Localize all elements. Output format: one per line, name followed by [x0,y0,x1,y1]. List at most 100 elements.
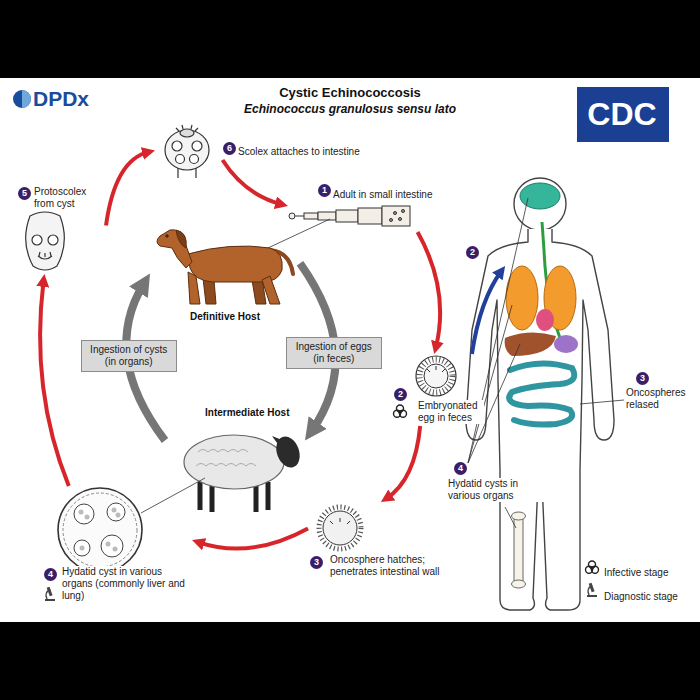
egg-illustration [427,366,445,372]
dog-illustration [157,230,293,304]
stage-caption: Hydatid cyst in various organs (commonly… [62,566,190,602]
text-slot: 1 [318,184,331,197]
edge-label-slot: Ingestion of eggs (in feces) [286,337,382,369]
life-cycle-arrow [418,232,441,348]
stage-node: 6Scolex attaches to intestine [155,128,380,160]
leader-line [141,478,205,513]
text-slot: 4 [44,568,57,581]
human-figure [514,515,523,585]
text-slot: Definitive Host [190,306,260,324]
text-slot: Hydatid cyst in various organs (commonly… [62,566,190,603]
adult-worm-illustration [318,212,336,220]
protoscolex-illustration [32,235,42,245]
text-slot: Oncosphere hatches; penetrates intestina… [330,554,464,579]
protoscolex-illustration [48,235,58,245]
text-slot: 3 [310,556,323,569]
hydatid-cyst-illustration [116,513,121,518]
host-label: Definitive Host [190,311,260,323]
sheep-illustration [196,450,256,467]
human-figure [505,332,556,356]
human-figure [514,178,566,230]
stage-node: 4Hydatid cysts in various organs [448,462,550,504]
hydatid-cyst-illustration [74,504,94,524]
stage-node: 4 Hydatid cyst in various organs (commonl… [38,486,192,606]
sheep-illustration [272,436,282,447]
adult-worm-illustration [295,216,304,217]
adult-worm-illustration [289,213,295,219]
dog-illustration [176,230,186,248]
dpdx-icon [22,90,31,108]
logo-text: CDC [577,96,667,132]
edge-label: Ingestion of eggs (in feces) [286,337,382,369]
dog-illustration [166,235,169,238]
egg-illustration [416,356,456,396]
stage-caption: Scolex attaches to intestine [238,146,360,158]
stage-node: 3Oncospheres relased [626,372,694,424]
protoscolex-illustration [26,212,65,270]
scolex-illustration [180,129,194,137]
dog-illustration [157,230,192,268]
scolex-illustration [176,125,198,131]
text-slot: Scolex attaches to intestine [238,141,360,159]
oncosphere-illustration [323,511,357,545]
biohazard-icon [394,405,407,417]
hydatid-cyst-illustration [85,515,90,520]
dpdx-icon [13,90,31,108]
human-figure [512,512,526,520]
egg-illustration [420,360,453,393]
adult-worm-illustration [402,210,405,213]
microscope-icon [45,587,55,601]
scolex-illustration [176,155,185,164]
callout-number: 2 [394,388,407,401]
adult-worm-illustration [382,206,410,226]
legend-slot: Infective stage [604,562,668,580]
legend-slot: Diagnostic stage [604,586,678,604]
diagram-title: Cystic Echinococcosis [0,85,700,101]
human-figure [536,309,554,331]
adult-worm-illustration [304,213,318,219]
stage-caption: Embryonated egg in feces [418,400,484,424]
hydatid-cyst-illustration [74,540,90,556]
frame-bar [0,622,700,700]
stage-node: 2Embryonated egg in feces [392,354,486,426]
sheep-illustration [272,433,304,471]
biohazard-icon [591,567,593,569]
microscope-icon [588,585,592,595]
host-label: Intermediate Host [205,407,289,419]
scolex-illustration [165,125,209,178]
callout-number: 4 [454,462,467,475]
microscope-icon [45,599,55,601]
label-slot: Echinococcus granulosus sensu lato [0,102,700,117]
callout-number: 3 [636,372,649,385]
biohazard-icon [586,566,593,573]
adult-worm-illustration [390,219,393,222]
life-cycle-arrow [386,426,420,498]
dog-illustration [188,272,200,304]
biohazard-icon [592,566,599,573]
text-slot: Oncospheres relased [626,387,692,412]
protoscolex-illustration [38,252,52,259]
life-cycle-arrow [106,152,149,226]
text-slot: 3 [636,372,649,385]
logo-text: DPDx [33,87,89,111]
hydatid-cyst-illustration [79,510,84,515]
life-cycle-arrow [40,280,69,486]
scolex-illustration [190,155,199,164]
stage-caption: Adult in small intestine [333,189,433,201]
text-slot: Adult in small intestine [333,184,433,202]
host-node: Intermediate Host [165,402,305,512]
stage-node: 1Adult in small intestine [288,180,450,232]
leader-line [580,400,624,404]
microscope-icon [587,595,597,597]
text-slot: Hydatid cysts in various organs [448,478,548,503]
stage-caption: Oncospheres relased [626,387,692,411]
life-cycle-arrow [198,528,308,548]
hydatid-cyst-illustration [106,542,111,547]
oncosphere-illustration [319,507,361,549]
oncosphere-illustration [330,518,350,524]
callout-number: 3 [310,556,323,569]
adult-worm-illustration [358,208,382,224]
egg-illustration [416,356,456,396]
stage-caption: Oncosphere hatches; penetrates intestina… [330,554,464,578]
